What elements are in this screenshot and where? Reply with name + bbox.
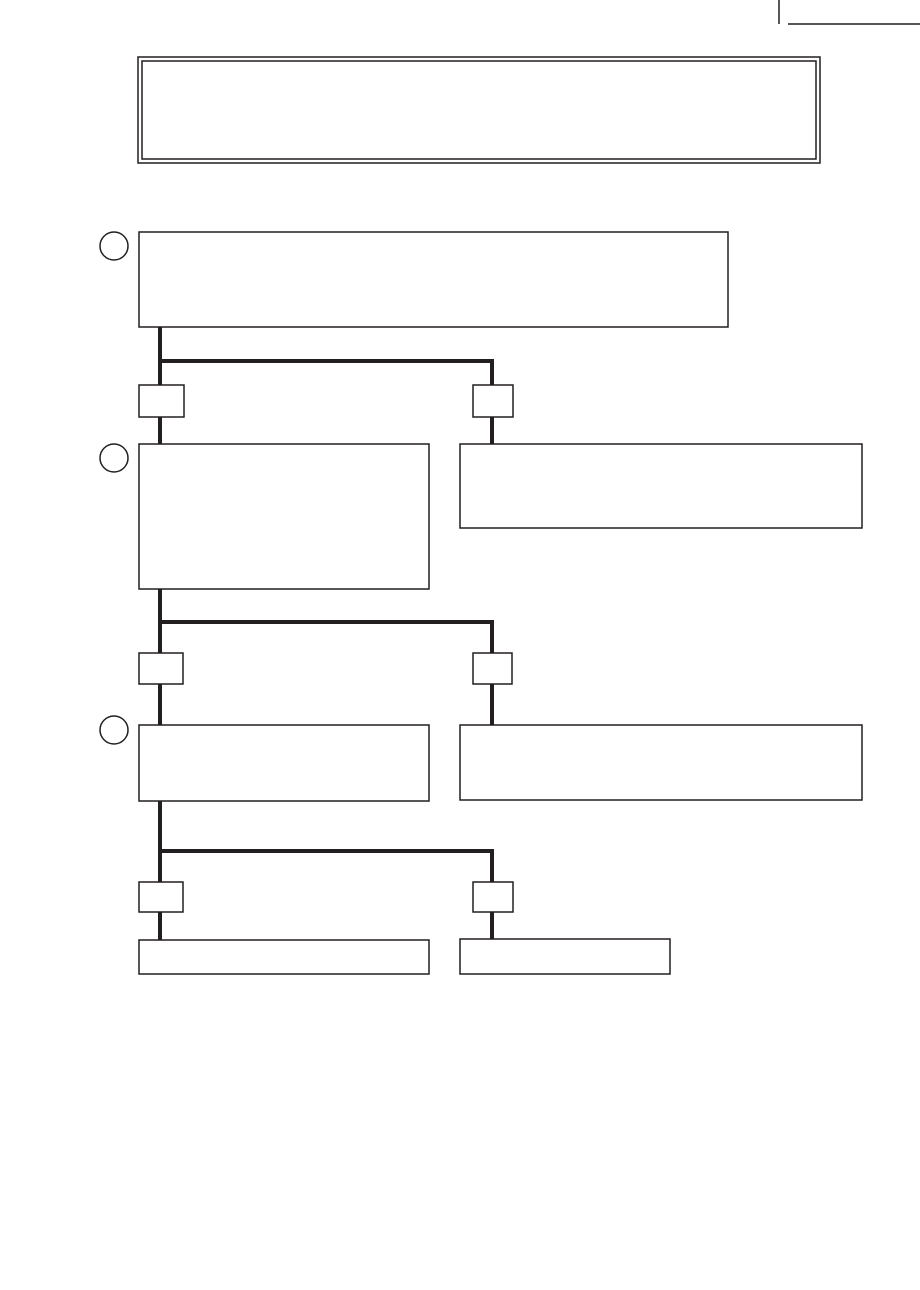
no-answer-box-3 [472,881,514,913]
crop-mark-top-right [778,0,920,25]
yes-answer-box-3 [138,881,184,913]
step-marker-3 [99,715,129,745]
step-marker-1 [99,231,129,261]
branch-connector-1 [158,327,494,388]
step-box-1 [138,231,729,328]
branch-connector-2 [158,589,494,655]
step-box-2 [138,443,430,590]
title-box [137,56,821,164]
yes-answer-box-2 [138,652,184,685]
branch-connector-1-lower [158,417,494,444]
yes-answer-box-1 [138,384,185,418]
step-box-3 [138,724,430,802]
no-answer-box-1 [472,384,514,418]
outcome-box-3 [138,939,430,975]
branch-connector-3-lower [158,912,494,940]
no-answer-box-2 [472,652,513,685]
outcome-box-4 [459,938,671,975]
branch-connector-3 [158,801,494,884]
outcome-box-1 [459,443,863,529]
step-marker-2 [99,443,129,473]
branch-connector-2-lower [158,684,494,725]
outcome-box-2 [459,724,863,801]
